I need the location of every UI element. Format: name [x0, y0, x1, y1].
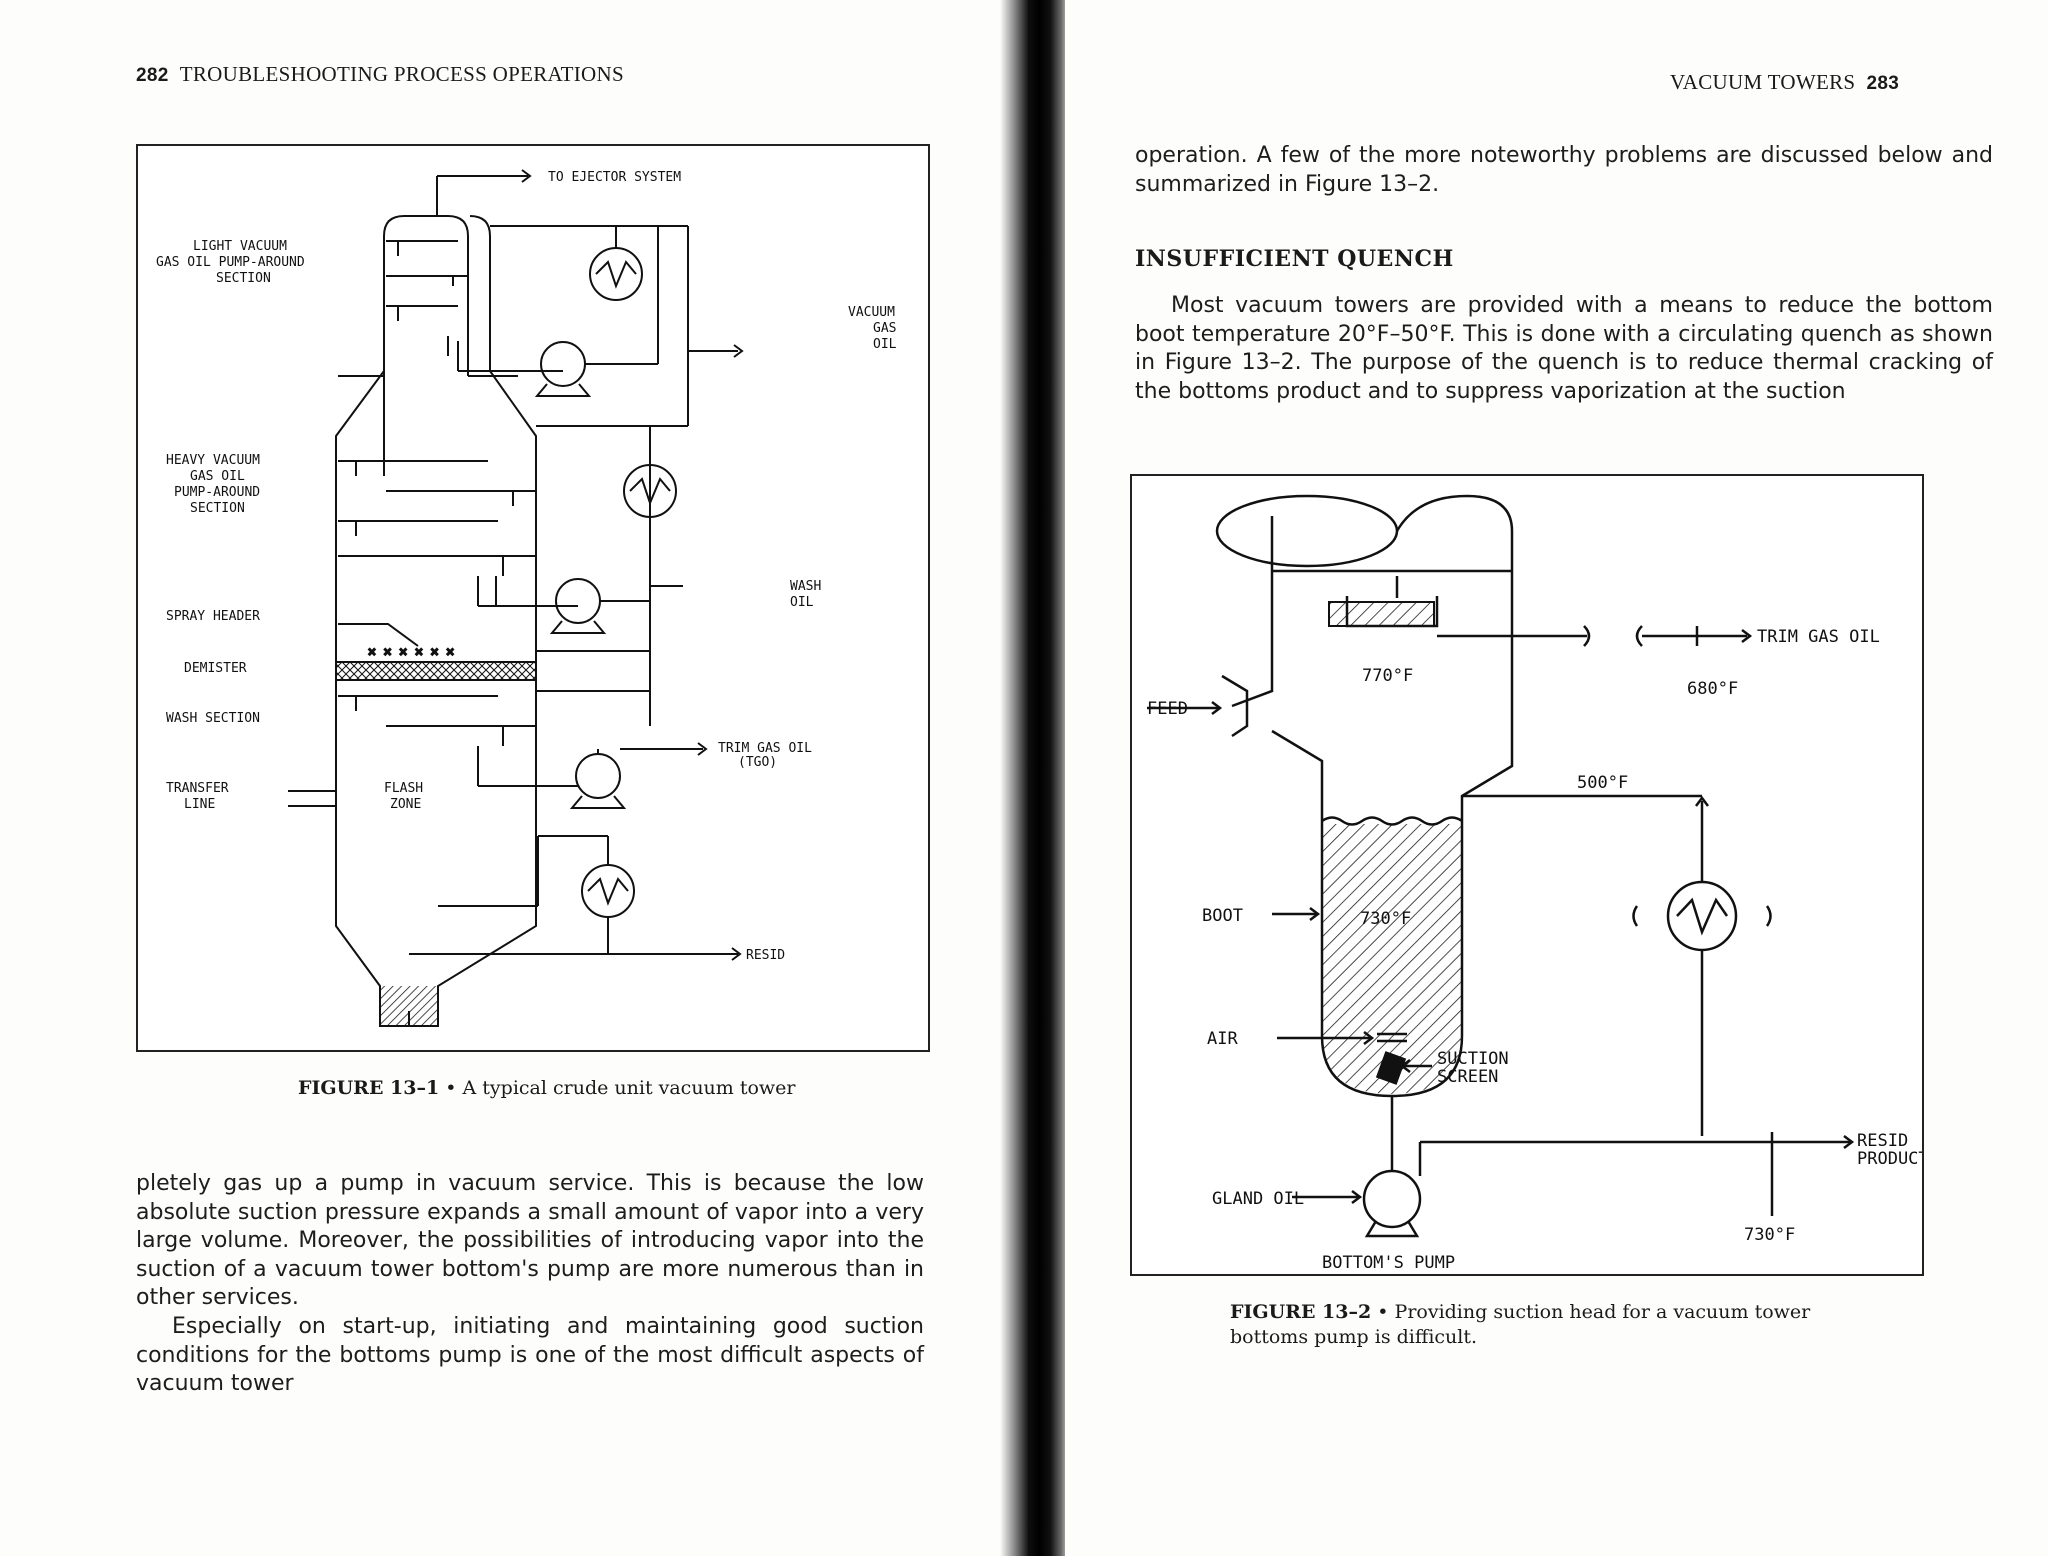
right-section-paragraph: Most vacuum towers are provided with a m… — [1135, 293, 1993, 404]
label-tgo: (TGO) — [738, 755, 777, 770]
label-hvgo-4: SECTION — [190, 501, 245, 516]
label-resid-product-2: PRODUCT — [1857, 1149, 1922, 1169]
left-page: 282 TROUBLESHOOTING PROCESS OPERATIONS — [0, 0, 1015, 1556]
left-page-number: 282 — [136, 65, 169, 86]
figure-13-1-caption-text: A typical crude unit vacuum tower — [462, 1077, 796, 1099]
right-intro-text: operation. A few of the more noteworthy … — [1135, 142, 1993, 199]
label-suction-1: SUCTION — [1437, 1049, 1509, 1069]
left-paragraph-1: pletely gas up a pump in vacuum service.… — [136, 1171, 924, 1311]
label-trim-gas-oil-2: TRIM GAS OIL — [1757, 627, 1880, 647]
label-flash-2: ZONE — [390, 797, 421, 812]
label-spray-header: SPRAY HEADER — [166, 609, 260, 624]
label-hvgo-1: HEAVY VACUUM — [166, 453, 260, 468]
figure-13-2-caption-label: FIGURE 13–2 — [1230, 1301, 1372, 1323]
right-running-head: VACUUM TOWERS 283 — [1670, 70, 1899, 95]
label-lvgo-3: SECTION — [216, 271, 271, 286]
svg-text:× × × × × ×: × × × × × × — [368, 645, 454, 660]
label-transfer-1: TRANSFER — [166, 781, 229, 796]
vacuum-tower-diagram: × × × × × × — [156, 169, 897, 1027]
figure-13-1-caption: FIGURE 13–1 • A typical crude unit vacuu… — [298, 1077, 796, 1099]
left-running-head: 282 TROUBLESHOOTING PROCESS OPERATIONS — [136, 62, 624, 87]
figure-13-2: FEED 770°F TRIM GAS OIL 680°F 500°F BOOT… — [1130, 474, 1924, 1276]
left-running-title: TROUBLESHOOTING PROCESS OPERATIONS — [179, 62, 624, 86]
label-hvgo-3: PUMP-AROUND — [174, 485, 260, 500]
right-intro-paragraph: operation. A few of the more noteworthy … — [1135, 143, 1993, 197]
figure-13-1: × × × × × × — [136, 144, 930, 1052]
right-page: VACUUM TOWERS 283 operation. A few of th… — [1065, 0, 2048, 1556]
label-to-ejector: TO EJECTOR SYSTEM — [548, 170, 681, 185]
label-vgo-1: VACUUM — [848, 305, 895, 320]
label-demister: DEMISTER — [184, 661, 247, 676]
quench-diagram: FEED 770°F TRIM GAS OIL 680°F 500°F BOOT… — [1147, 494, 1922, 1273]
label-770f: 770°F — [1362, 666, 1413, 686]
label-730f-b: 730°F — [1744, 1225, 1795, 1245]
figure-13-2-caption: FIGURE 13–2 • Providing suction head for… — [1230, 1301, 1811, 1348]
label-vgo-3: OIL — [873, 337, 897, 352]
label-suction-2: SCREEN — [1437, 1067, 1498, 1087]
label-vgo-2: GAS — [873, 321, 896, 336]
label-gland-oil: GLAND OIL — [1212, 1189, 1304, 1209]
right-page-number: 283 — [1866, 73, 1900, 94]
label-feed: FEED — [1147, 699, 1188, 719]
label-lvgo-2: GAS OIL PUMP-AROUND — [156, 255, 305, 270]
label-hvgo-2: GAS OIL — [190, 469, 245, 484]
label-500f: 500°F — [1577, 773, 1628, 793]
label-boot: BOOT — [1202, 906, 1243, 926]
right-running-title: VACUUM TOWERS — [1670, 70, 1856, 94]
left-body-text: pletely gas up a pump in vacuum service.… — [136, 1170, 924, 1399]
label-680f: 680°F — [1687, 679, 1738, 699]
label-wash-oil-1: WASH — [790, 579, 821, 594]
section-heading: INSUFFICIENT QUENCH — [1135, 246, 1454, 272]
label-air: AIR — [1207, 1029, 1238, 1049]
label-wash-section: WASH SECTION — [166, 711, 260, 726]
label-bottoms-pump: BOTTOM'S PUMP — [1322, 1253, 1455, 1273]
label-trim-gas-oil: TRIM GAS OIL — [718, 741, 812, 756]
label-lvgo-1: LIGHT VACUUM — [193, 239, 287, 254]
book-gutter — [1000, 0, 1072, 1556]
label-resid: RESID — [746, 948, 785, 963]
figure-13-1-caption-label: FIGURE 13–1 — [298, 1077, 440, 1099]
label-730f: 730°F — [1360, 909, 1411, 929]
figure-13-2-caption-text: Providing suction head for a vacuum towe… — [1230, 1301, 1811, 1348]
right-section-text: Most vacuum towers are provided with a m… — [1135, 292, 1993, 406]
label-transfer-2: LINE — [184, 797, 215, 812]
label-wash-oil-2: OIL — [790, 595, 814, 610]
left-paragraph-2: Especially on start-up, initiating and m… — [136, 1313, 924, 1397]
label-flash-1: FLASH — [384, 781, 423, 796]
label-resid-product-1: RESID — [1857, 1131, 1908, 1151]
